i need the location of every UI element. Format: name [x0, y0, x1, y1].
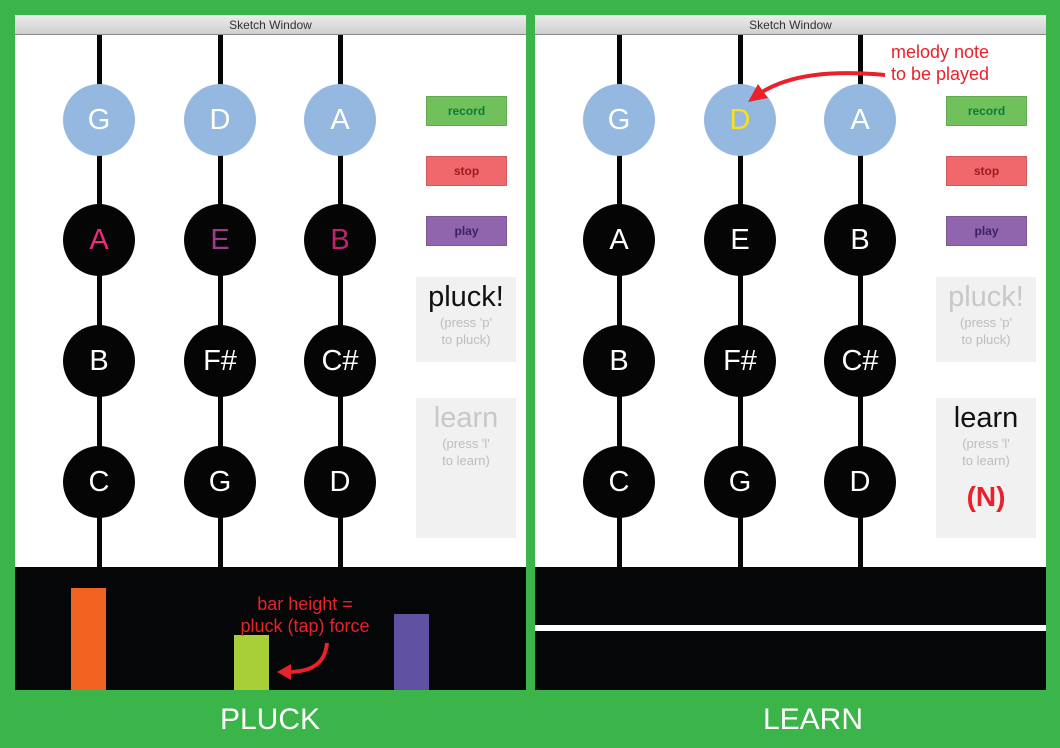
string-line[interactable] — [617, 35, 622, 567]
open-string-note[interactable]: A — [824, 84, 896, 156]
fret-note[interactable]: F# — [184, 325, 256, 397]
open-string-note[interactable]: A — [304, 84, 376, 156]
annotation-bar-height: bar height =pluck (tap) force — [220, 593, 390, 637]
pluck-force-bar — [394, 614, 429, 690]
fret-note[interactable]: B — [304, 204, 376, 276]
fret-note[interactable]: G — [184, 446, 256, 518]
annotation-arrow-icon — [277, 642, 329, 680]
open-string-note[interactable]: G — [63, 84, 135, 156]
annotation-arrow-icon — [748, 71, 886, 102]
pluck-title: pluck! — [428, 281, 504, 313]
fret-note[interactable]: D — [824, 446, 896, 518]
fret-note[interactable]: E — [704, 204, 776, 276]
learn-mode-panel[interactable]: learn (press 'l' to learn) — [416, 398, 516, 538]
pluck-hint: (press 'p' — [440, 315, 492, 330]
fret-note[interactable]: D — [304, 446, 376, 518]
fret-note[interactable]: G — [704, 446, 776, 518]
string-line[interactable] — [97, 35, 102, 567]
title-bar: Sketch Window — [15, 15, 526, 35]
fret-note[interactable]: F# — [704, 325, 776, 397]
record-button[interactable]: record — [426, 96, 507, 126]
pluck-force-area — [15, 567, 526, 690]
annotation-line: to be played — [890, 64, 990, 84]
string-line[interactable] — [338, 35, 343, 567]
fret-note[interactable]: C# — [304, 325, 376, 397]
annotation-line: bar height = — [257, 594, 353, 614]
pluck-hint: (press 'p' — [960, 315, 1012, 330]
learn-hint: (press 'l' — [962, 436, 1010, 451]
string-line[interactable] — [858, 35, 863, 567]
fret-note[interactable]: B — [63, 325, 135, 397]
fret-note[interactable]: C — [583, 446, 655, 518]
stop-button[interactable]: stop — [426, 156, 507, 186]
learn-hint: to learn) — [442, 453, 490, 468]
annotation-line: pluck (tap) force — [240, 616, 370, 636]
learn-bar-track — [535, 631, 1046, 690]
learn-title: learn — [953, 402, 1019, 434]
pluck-mode-panel[interactable]: pluck! (press 'p' to pluck) — [416, 277, 516, 362]
learn-mode-panel[interactable]: learn (press 'l' to learn) (N) — [936, 398, 1036, 538]
stop-button[interactable]: stop — [946, 156, 1027, 186]
fret-note[interactable]: B — [824, 204, 896, 276]
fret-note[interactable]: A — [63, 204, 135, 276]
fret-note[interactable]: E — [184, 204, 256, 276]
pluck-title: pluck! — [948, 281, 1024, 313]
string-line[interactable] — [218, 35, 223, 567]
pluck-mode-panel[interactable]: pluck! (press 'p' to pluck) — [936, 277, 1036, 362]
fret-note[interactable]: C# — [824, 325, 896, 397]
learn-hint: (press 'l' — [442, 436, 490, 451]
open-string-note[interactable]: G — [583, 84, 655, 156]
learn-hint: to learn) — [962, 453, 1010, 468]
string-line[interactable] — [738, 35, 743, 567]
open-string-note[interactable]: D — [184, 84, 256, 156]
caption-learn: LEARN — [762, 703, 864, 736]
learn-title: learn — [433, 402, 499, 434]
caption-pluck: PLUCK — [219, 703, 321, 736]
learn-bar-track — [535, 567, 1046, 625]
pluck-force-bar — [71, 588, 106, 690]
annotation-line: melody note — [890, 42, 990, 62]
learn-note-indicator: (N) — [966, 481, 1006, 512]
fret-note[interactable]: B — [583, 325, 655, 397]
pluck-hint: to pluck) — [441, 332, 491, 347]
pluck-hint: to pluck) — [961, 332, 1011, 347]
play-button[interactable]: play — [426, 216, 507, 246]
record-button[interactable]: record — [946, 96, 1027, 126]
fret-note[interactable]: A — [583, 204, 655, 276]
pluck-force-bar — [234, 635, 269, 690]
play-button[interactable]: play — [946, 216, 1027, 246]
fret-note[interactable]: C — [63, 446, 135, 518]
title-bar: Sketch Window — [535, 15, 1046, 35]
